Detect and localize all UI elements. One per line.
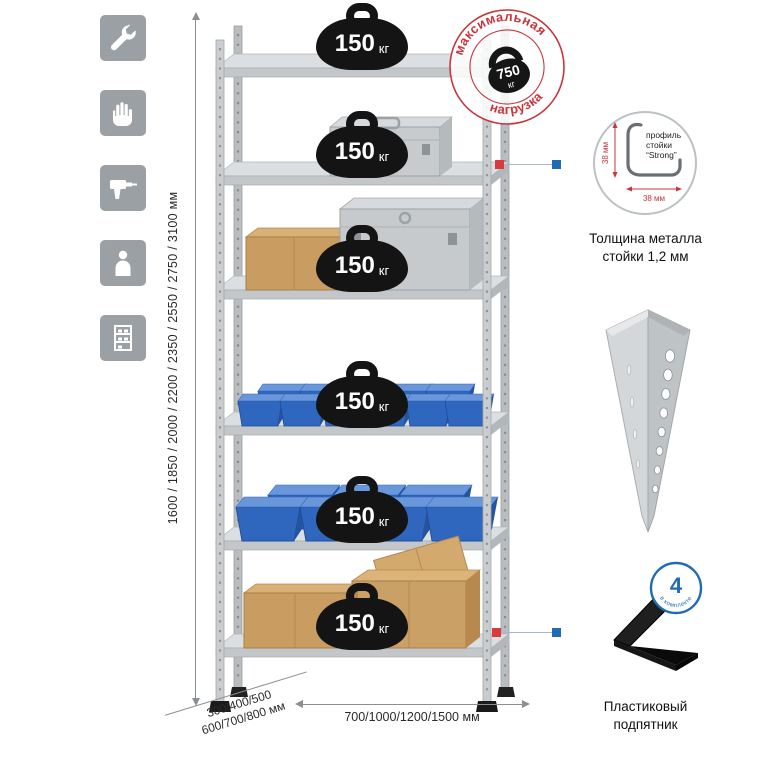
shelf-load-unit: кг	[378, 513, 390, 529]
shelf-load-badge-5: 150 кг	[316, 491, 408, 543]
width-dimension-line	[301, 704, 523, 705]
connector-blue-top	[552, 160, 561, 169]
height-dimension-line	[195, 18, 196, 698]
width-arrow-right	[522, 700, 530, 708]
shelf-load-unit: кг	[378, 148, 390, 164]
shelf-load-value: 150	[334, 388, 375, 415]
shelf-load-value: 150	[334, 610, 375, 637]
profile-label-1: профиль	[646, 130, 682, 140]
connector-line-bottom	[501, 632, 552, 633]
profile-caption-line2: стойки 1,2 мм	[602, 248, 689, 264]
post-slots	[626, 364, 640, 469]
icon-tile-rack	[100, 315, 146, 361]
shelf-load-unit: кг	[378, 398, 390, 414]
shelf-load-unit: кг	[378, 40, 390, 56]
stamp-weight-body	[488, 58, 530, 93]
shelf-load-value: 150	[334, 503, 375, 530]
shelf-load-unit: кг	[378, 262, 390, 278]
icon-tile-gloves	[100, 90, 146, 136]
max-load-unit: кг	[507, 79, 517, 91]
profile-dim-vertical: 38 мм	[601, 142, 610, 164]
wrench-icon	[110, 24, 136, 51]
gloves-icon	[113, 102, 132, 126]
foot-caption-line1: Пластиковый	[603, 699, 688, 714]
icon-tile-person	[100, 240, 146, 286]
shelf-load-badge-3: 150 кг	[316, 240, 408, 292]
profile-label-3: “Strong”	[646, 150, 677, 160]
front-left-foot	[209, 701, 231, 712]
rear-right-foot	[497, 687, 515, 697]
front-left-post	[214, 38, 226, 705]
corner-post-image	[605, 309, 691, 533]
foot-count-value: 4	[670, 573, 683, 598]
person-icon	[115, 250, 131, 276]
height-arrow-bottom	[191, 698, 200, 706]
connector-red-top	[495, 160, 504, 169]
shelf-load-value: 150	[334, 252, 375, 279]
connector-red-bottom	[492, 628, 501, 637]
shelf-load-value: 150	[334, 30, 375, 57]
front-right-foot	[476, 701, 498, 712]
profile-dim-horizontal: 38 мм	[643, 194, 665, 203]
shelf-load-badge-4: 150 кг	[316, 376, 408, 428]
rear-left-post	[232, 24, 244, 691]
shelf-load-badge-2: 150 кг	[316, 126, 408, 178]
post-holes	[652, 349, 676, 494]
front-right-post	[481, 38, 493, 705]
max-load-stamp: максимальная нагрузка 750 кг	[446, 6, 565, 125]
width-dimension-label: 700/1000/1200/1500 мм	[344, 710, 480, 724]
rack-icon	[114, 325, 132, 351]
profile-label-2: стойки	[646, 140, 672, 150]
profile-cross-section	[626, 122, 682, 177]
height-arrow-top	[191, 12, 200, 20]
post-profile-detail: 38 мм 38 мм профиль стойки “Strong”	[593, 111, 697, 215]
foot-caption-line2: подпятник	[613, 716, 678, 732]
profile-caption: Толщина металла стойки 1,2 мм	[563, 230, 728, 265]
icon-tile-drill	[100, 165, 146, 211]
shelf-load-value: 150	[334, 138, 375, 165]
icon-tile-tools	[100, 15, 146, 61]
shelf-load-badge-6: 150 кг	[316, 598, 408, 650]
connector-blue-bottom	[552, 628, 561, 637]
max-load-value: 750	[495, 61, 522, 82]
shelf-load-badge-1: 150 кг	[316, 18, 408, 70]
stamp-weight-handle	[488, 46, 524, 69]
height-dimension-label: 1600 / 1850 / 2000 / 2200 / 2350 / 2550 …	[166, 191, 180, 525]
foot-count-badge: в комплекте 4	[649, 561, 703, 615]
foot-caption: Пластиковый подпятник	[563, 698, 728, 733]
drill-icon	[110, 180, 137, 199]
connector-line-top	[504, 164, 552, 165]
profile-caption-line1: Толщина металла	[589, 231, 702, 246]
shelf-load-unit: кг	[378, 620, 390, 636]
width-arrow-left	[295, 700, 303, 708]
